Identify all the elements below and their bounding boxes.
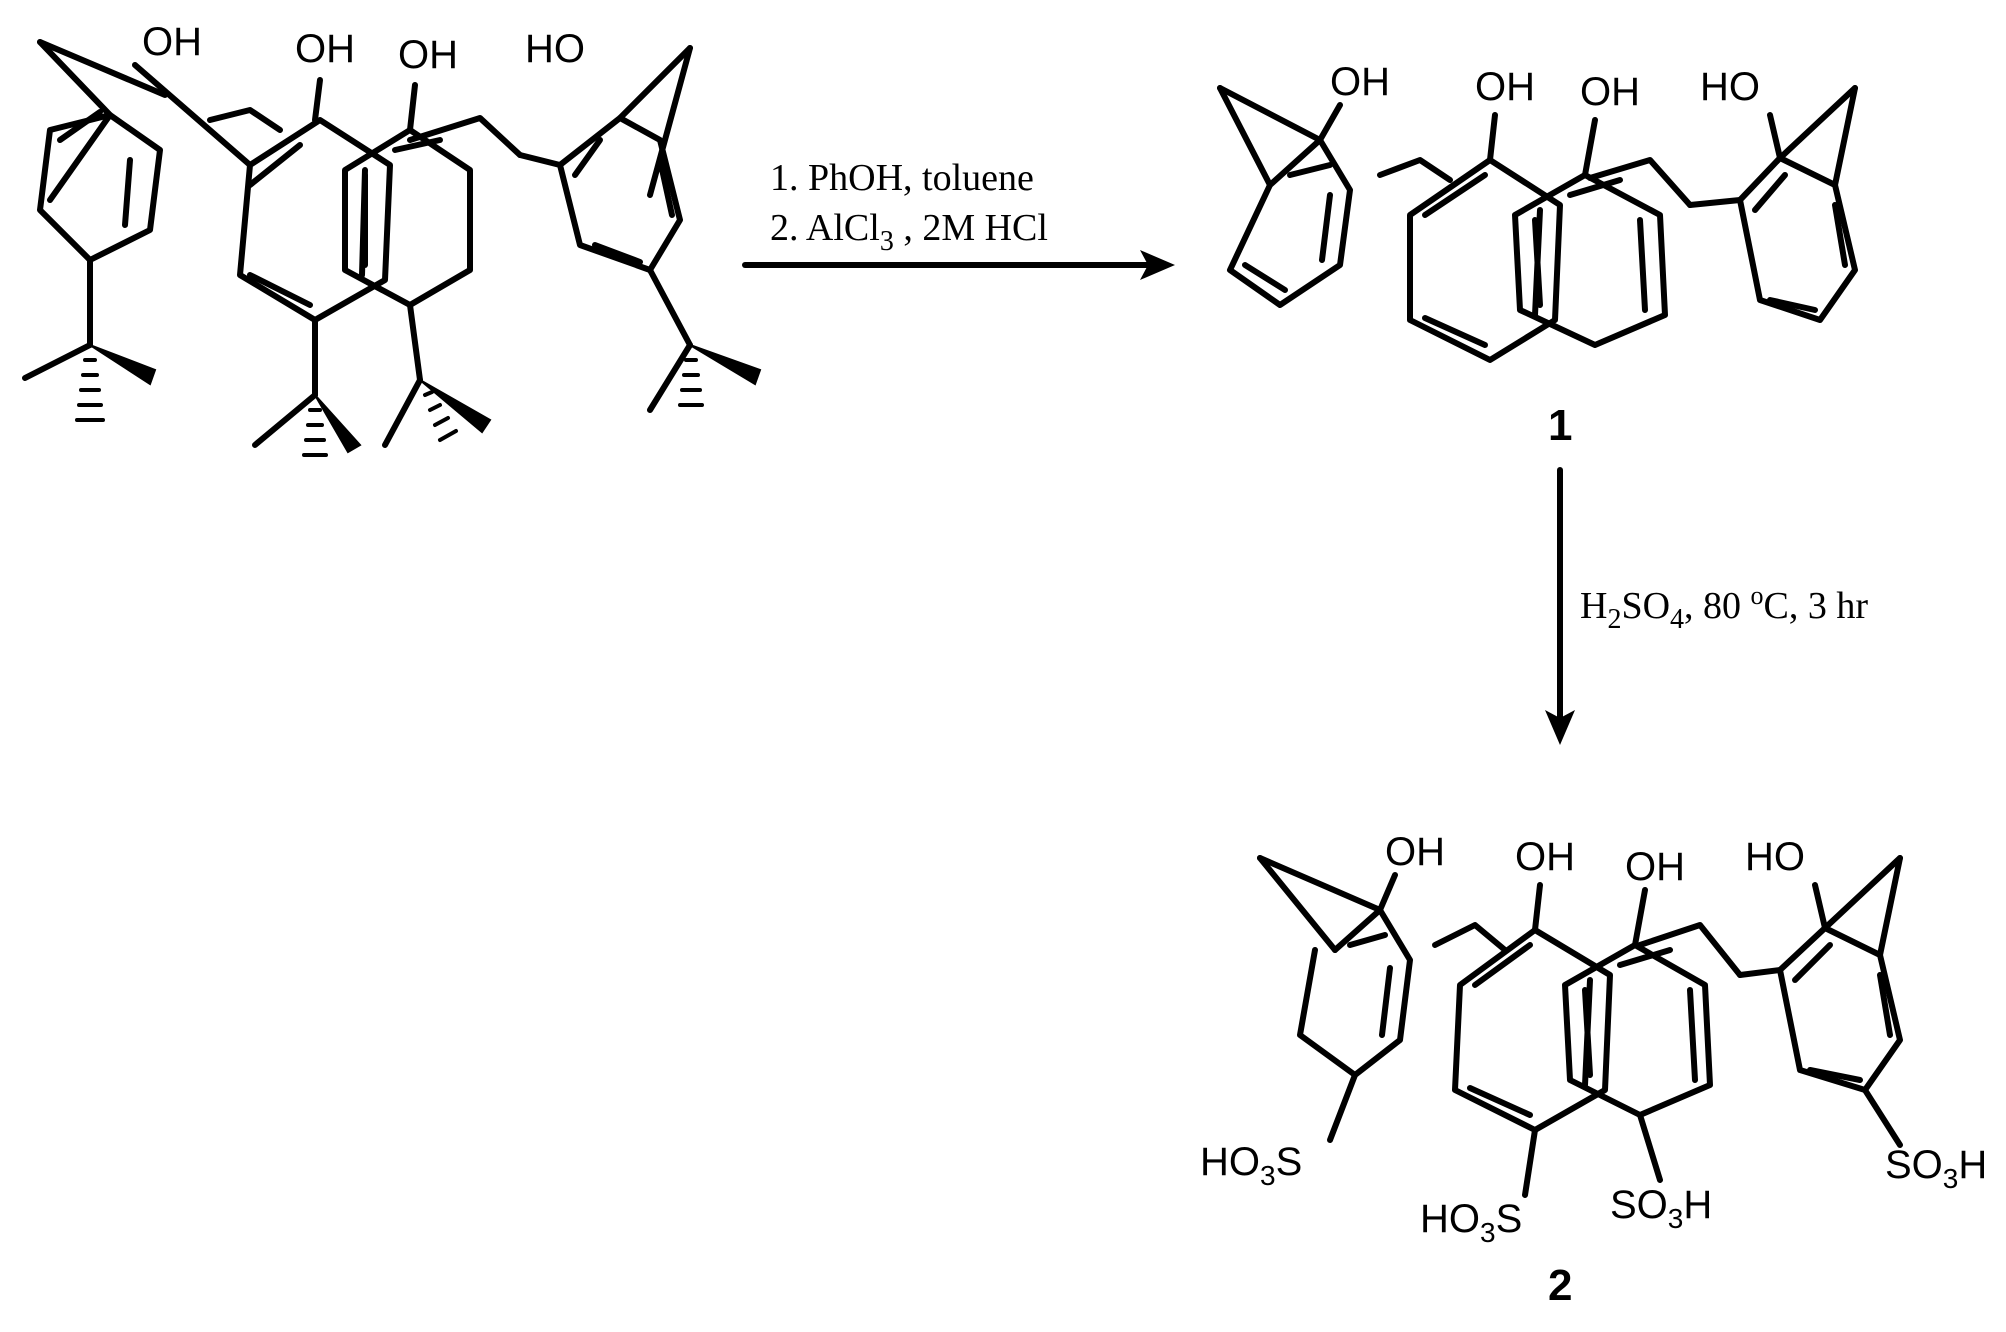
- reaction-arrow-2: H2SO4, 80 oC, 3 hr: [1545, 467, 1868, 745]
- ho-label: HO: [1700, 65, 1760, 109]
- compound-1-structure: OH OH OH HO: [1217, 60, 1858, 363]
- reaction-arrow-1: 1. PhOH, toluene 2. AlCl3 , 2M HCl: [742, 157, 1175, 280]
- ho-label: HO: [525, 27, 585, 71]
- so3h-label: SO3H: [1610, 1183, 1712, 1234]
- oh-label: OH: [1515, 835, 1575, 879]
- oh-label: OH: [142, 20, 202, 64]
- reagent-step2: H2SO4, 80 oC, 3 hr: [1580, 581, 1868, 635]
- reagent-step1-line2: 2. AlCl3 , 2M HCl: [770, 207, 1048, 257]
- compound-2-structure: OH OH OH HO HO3S HO3S SO3H SO3H: [1200, 830, 1987, 1248]
- ho3s-label: HO3S: [1420, 1197, 1522, 1248]
- oh-label: OH: [1385, 830, 1445, 874]
- ho3s-label: HO3S: [1200, 1140, 1302, 1191]
- compound-1-label: 1: [1548, 401, 1572, 450]
- so3h-label: SO3H: [1885, 1143, 1987, 1194]
- oh-label: OH: [1330, 60, 1390, 104]
- starting-material-structure: OH OH OH HO: [22, 20, 762, 457]
- oh-label: OH: [295, 27, 355, 71]
- oh-label: OH: [1475, 65, 1535, 109]
- compound-2-label: 2: [1548, 1261, 1572, 1310]
- reagent-step1-line1: 1. PhOH, toluene: [770, 157, 1034, 199]
- ho-label: HO: [1745, 835, 1805, 879]
- oh-label: OH: [398, 33, 458, 77]
- oh-label: OH: [1625, 845, 1685, 889]
- oh-label: OH: [1580, 70, 1640, 114]
